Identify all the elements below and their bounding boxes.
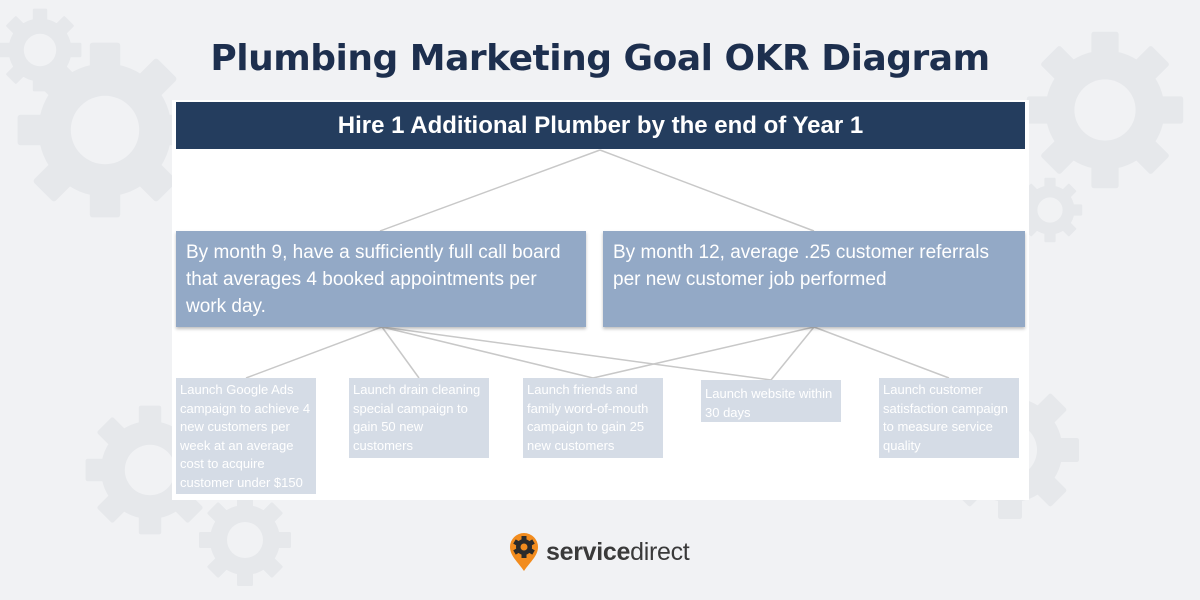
connector-kr2-initiative3 xyxy=(592,326,815,379)
initiative-word-of-mouth: Launch friends and family word-of-mouth … xyxy=(523,378,663,458)
connector-objective-kr2 xyxy=(599,149,815,232)
okr-diagram: Hire 1 Additional Plumber by the end of … xyxy=(172,100,1029,500)
key-result-1: By month 9, have a sufficiently full cal… xyxy=(176,231,586,327)
objective-banner: Hire 1 Additional Plumber by the end of … xyxy=(176,102,1025,149)
brand-name-light: direct xyxy=(630,537,690,566)
connector-kr1-initiative2 xyxy=(381,326,420,379)
page-title: Plumbing Marketing Goal OKR Diagram xyxy=(210,38,990,79)
connector-kr2-initiative5 xyxy=(813,326,950,379)
initiative-drain-cleaning: Launch drain cleaning special campaign t… xyxy=(349,378,489,458)
connector-objective-kr1 xyxy=(379,149,601,232)
key-result-2: By month 12, average .25 customer referr… xyxy=(603,231,1025,327)
connector-kr1-initiative1 xyxy=(245,326,383,379)
connector-kr1-initiative4 xyxy=(381,326,772,381)
initiative-customer-satisfaction: Launch customer satisfaction campaign to… xyxy=(879,378,1019,458)
brand-logo: servicedirect xyxy=(508,532,690,572)
brand-name: servicedirect xyxy=(546,537,690,567)
gear-pin-icon xyxy=(510,533,538,571)
initiative-google-ads: Launch Google Ads campaign to achieve 4 … xyxy=(176,378,316,494)
connector-kr1-initiative3 xyxy=(381,326,594,379)
connector-lines xyxy=(245,149,950,381)
connector-kr2-initiative4 xyxy=(770,326,815,381)
brand-name-bold: service xyxy=(546,537,631,566)
initiative-website: Launch website within 30 days xyxy=(701,380,841,422)
